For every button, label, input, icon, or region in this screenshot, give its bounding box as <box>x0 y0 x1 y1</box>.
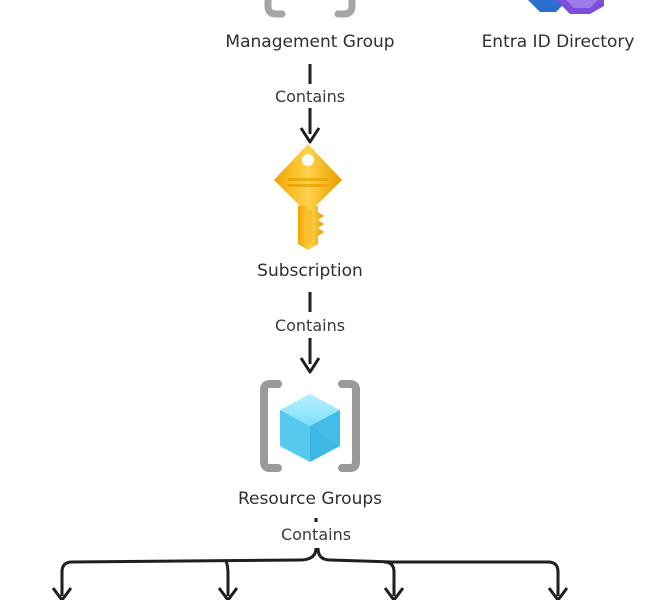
subscription-label: Subscription <box>257 261 363 281</box>
edge-resource-groups-to-children <box>51 518 569 600</box>
entra-id-label: Entra ID Directory <box>481 32 635 52</box>
edge-mgmt-to-subscription <box>299 64 321 144</box>
resource-groups-label: Resource Groups <box>238 489 382 509</box>
management-group-label: Management Group <box>225 32 395 52</box>
key-icon <box>274 144 342 250</box>
entra-id-icon <box>528 0 604 14</box>
resource-group-cube-icon <box>260 380 360 472</box>
edge-label-contains: Contains <box>278 525 354 545</box>
management-group-icon <box>264 0 356 18</box>
edge-label-contains: Contains <box>272 316 348 336</box>
edge-subscription-to-resource-groups <box>299 292 321 374</box>
edge-label-contains: Contains <box>272 87 348 107</box>
